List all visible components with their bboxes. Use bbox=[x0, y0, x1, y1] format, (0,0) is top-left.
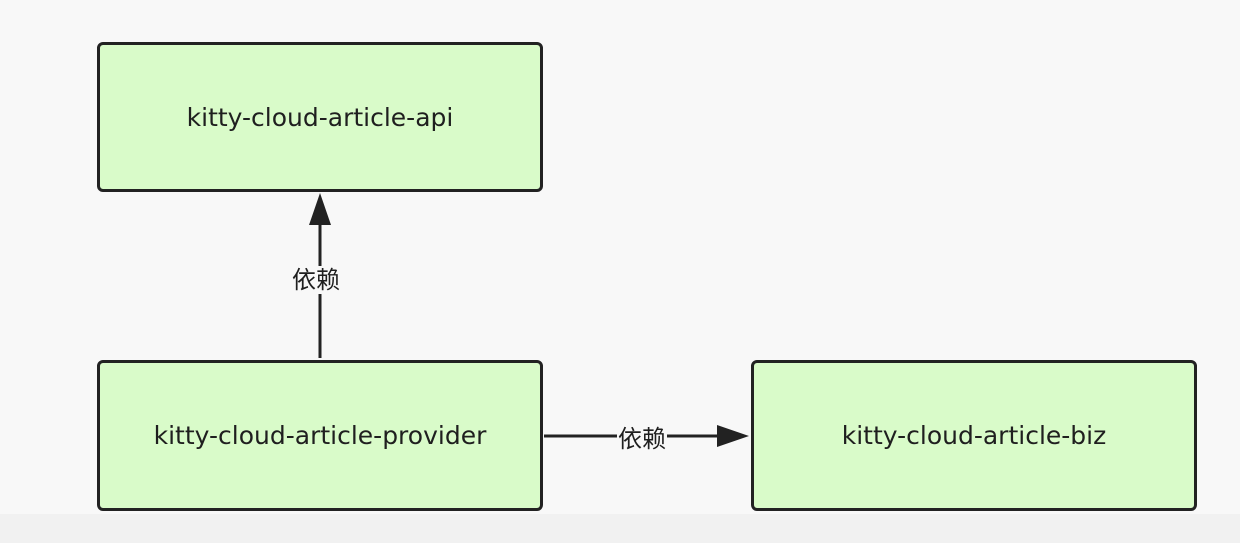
edge-provider-to-api-arrowhead bbox=[309, 193, 331, 225]
node-label: kitty-cloud-article-biz bbox=[841, 421, 1107, 450]
edge-label-provider-to-api: 依赖 bbox=[291, 266, 341, 294]
node-label: kitty-cloud-article-api bbox=[186, 102, 454, 132]
edge-provider-to-biz-arrowhead bbox=[717, 425, 749, 447]
node-kitty-cloud-article-provider[interactable]: kitty-cloud-article-provider bbox=[97, 360, 543, 511]
node-kitty-cloud-article-biz[interactable]: kitty-cloud-article-biz bbox=[751, 360, 1197, 511]
edge-label-provider-to-biz: 依赖 bbox=[617, 425, 667, 453]
node-label: kitty-cloud-article-provider bbox=[153, 421, 487, 450]
bottom-strip bbox=[0, 514, 1240, 543]
node-kitty-cloud-article-api[interactable]: kitty-cloud-article-api bbox=[97, 42, 543, 192]
